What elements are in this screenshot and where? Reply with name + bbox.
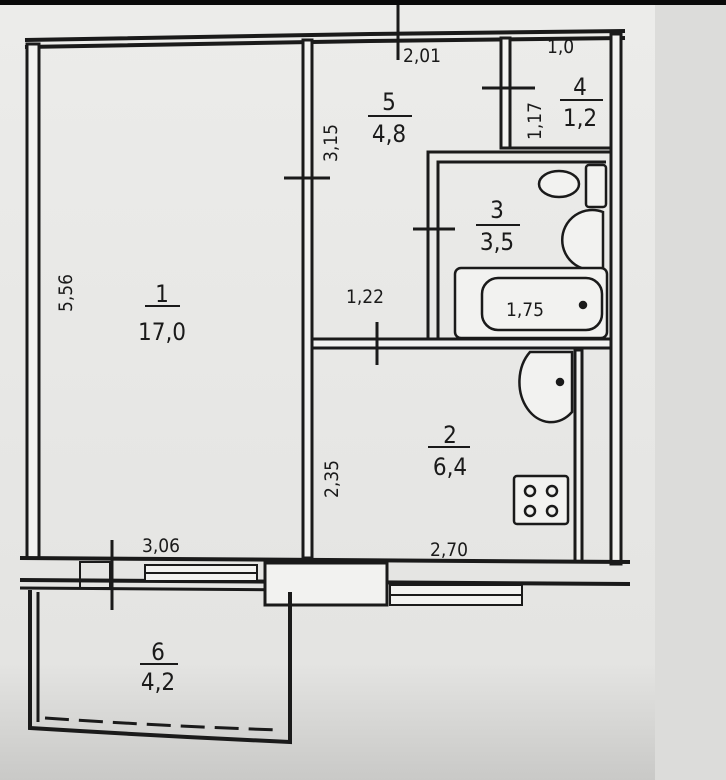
room-number: 1 xyxy=(155,280,169,308)
walls xyxy=(19,29,631,745)
kitchen-sink-icon xyxy=(518,350,574,424)
paper-shadow xyxy=(655,0,726,780)
dim-wc-side: 1,17 xyxy=(524,102,546,140)
room-3-label: 3 3,5 xyxy=(476,196,520,256)
room-2-label: 2 6,4 xyxy=(428,421,470,481)
room-number: 5 xyxy=(382,88,396,116)
room-number: 3 xyxy=(490,196,504,224)
room-area: 4,2 xyxy=(141,668,175,696)
room-number: 2 xyxy=(443,421,457,449)
room-area: 4,8 xyxy=(372,120,406,148)
dim-room-bottom: 3,06 xyxy=(142,535,180,557)
room-number: 6 xyxy=(151,638,165,666)
top-edge xyxy=(0,0,726,5)
dim-hall-bottom: 1,22 xyxy=(346,286,384,308)
dim-bathtub: 1,75 xyxy=(506,299,544,321)
room-area: 17,0 xyxy=(138,318,186,346)
toilet-icon xyxy=(537,163,608,209)
room-6-label: 6 4,2 xyxy=(140,638,178,696)
dim-hall-side: 3,15 xyxy=(320,124,342,162)
bathtub-icon xyxy=(453,266,609,340)
dim-wc-top: 1,0 xyxy=(547,36,574,58)
dimension-ticks xyxy=(110,5,535,610)
room-1-label: 1 17,0 xyxy=(138,280,186,346)
room-area: 3,5 xyxy=(480,228,514,256)
dim-kitchen-bottom: 2,70 xyxy=(430,539,468,561)
room-area: 1,2 xyxy=(563,104,597,132)
fixtures xyxy=(453,163,609,526)
room-number: 4 xyxy=(573,73,587,101)
dim-kitchen-side: 2,35 xyxy=(321,460,343,498)
dim-room-side: 5,56 xyxy=(55,274,77,312)
room-4-label: 4 1,2 xyxy=(560,73,603,132)
room-area: 6,4 xyxy=(433,453,467,481)
stove-icon xyxy=(512,474,570,526)
dim-hall-top: 2,01 xyxy=(403,45,441,67)
room-5-label: 5 4,8 xyxy=(368,88,412,148)
